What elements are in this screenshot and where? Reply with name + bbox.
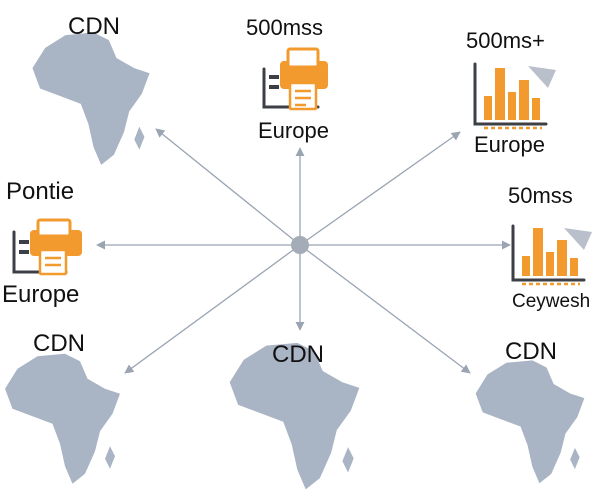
node-label-top-right: 500ms+ <box>466 28 545 53</box>
node-label-bottom-right: CDN <box>505 338 557 365</box>
document-printer-icon <box>12 218 82 276</box>
africa-map-icon <box>5 353 120 484</box>
connectors <box>96 128 511 374</box>
node-label-middle-right: 50mss <box>508 183 573 208</box>
node-sublabel-middle-right: Ceywesh <box>512 291 591 312</box>
node-label-top-center: 500mss <box>246 15 324 40</box>
africa-map-icon <box>229 342 360 490</box>
node-sublabel-top-center: Europe <box>258 118 329 143</box>
node-label-top-left: CDN <box>68 13 120 40</box>
node-label-bottom-left: CDN <box>33 330 85 357</box>
bar-chart-icon <box>473 62 556 130</box>
africa-map-icon <box>475 360 585 484</box>
node-label-bottom-center: CDN <box>272 341 324 368</box>
bar-chart-icon <box>511 224 592 286</box>
node-sublabel-top-right: Europe <box>474 132 545 157</box>
hub-node <box>291 236 309 254</box>
connector-top-right <box>299 131 461 246</box>
connector-top-left <box>155 128 301 246</box>
node-label-middle-left: Pontie <box>6 178 75 205</box>
connector-bottom-left <box>124 244 301 374</box>
africa-map-icon <box>32 32 150 165</box>
connector-bottom-right <box>299 244 471 374</box>
document-printer-icon <box>262 47 328 111</box>
node-sublabel-middle-left: Europe <box>2 281 80 308</box>
